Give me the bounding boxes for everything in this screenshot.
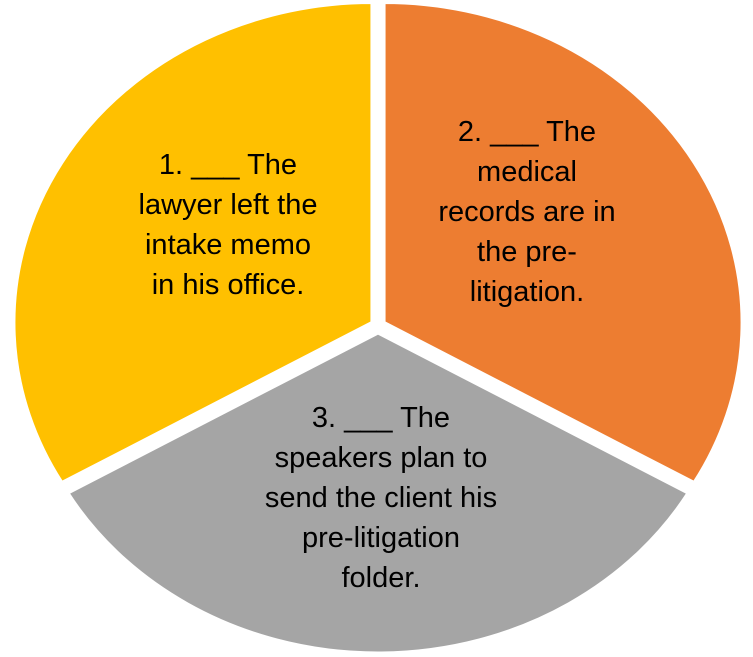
slice-1 (12, 0, 374, 485)
label-line: 2. ___ The (457, 116, 597, 148)
label-line: medical (477, 156, 577, 188)
label-line: folder. (341, 562, 421, 594)
label-line: speakers plan to (274, 442, 488, 474)
slice-3 (65, 331, 691, 655)
slice-1-label: 1. ___ The lawyer left the intake memo i… (139, 145, 318, 305)
slice-3-label: 3. ___ The speakers plan to send the cli… (265, 398, 497, 598)
label-line: 1. ___ The (158, 149, 298, 181)
slice-2-label: 2. ___ The medical records are in the pr… (438, 112, 615, 312)
label-line: the pre- (477, 236, 577, 268)
label-line: send the client his (264, 482, 498, 514)
label-line: in his office. (151, 269, 305, 301)
label-line: lawyer left the (138, 189, 318, 221)
label-line: intake memo (144, 229, 312, 261)
label-line: litigation. (469, 276, 585, 308)
label-line: 3. ___ The (311, 402, 451, 434)
slice-2 (382, 0, 744, 485)
label-line: records are in (438, 196, 616, 228)
label-line: pre-litigation (302, 522, 460, 554)
